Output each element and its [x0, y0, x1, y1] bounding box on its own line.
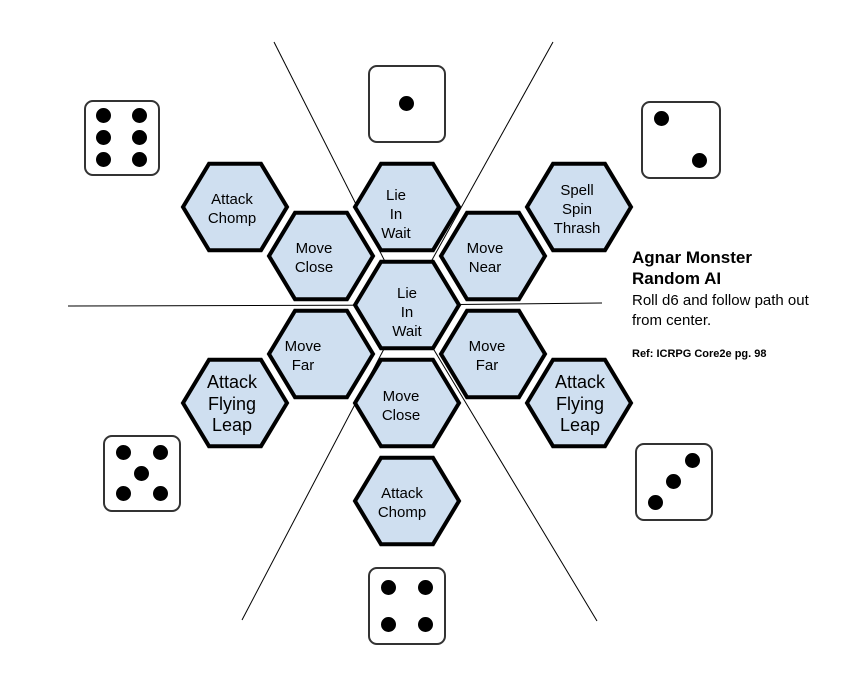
- hex-text-line: Lie: [385, 187, 407, 204]
- hex-text-line: Move: [284, 338, 322, 355]
- hex-top-inner: [352, 161, 462, 253]
- hex-label-upper-right-outer: Spell Spin Thrash: [537, 182, 617, 238]
- hex-bottom-inner: [352, 357, 462, 449]
- hex-label-bottom-outer: Attack Chomp: [362, 485, 442, 523]
- die-face-five: [103, 435, 181, 512]
- hex-text-line: Close: [381, 406, 421, 424]
- die-pip: [692, 152, 707, 168]
- hex-text-line: Attack: [554, 372, 606, 392]
- hex-label-lower-left-outer: Attack Flying Leap: [192, 372, 272, 437]
- die-face-four: [368, 567, 446, 645]
- die-pip: [684, 453, 700, 469]
- hex-text-line: Spin: [561, 200, 593, 218]
- hex-label-lower-right-outer: Attack Flying Leap: [540, 372, 620, 437]
- die-pip: [96, 108, 111, 124]
- die-pip: [666, 474, 681, 489]
- hex-text-line: Attack: [211, 191, 253, 208]
- hex-text-line: Wait: [392, 322, 422, 340]
- hex-text-line: Lie: [396, 285, 418, 302]
- die-pip: [152, 485, 168, 501]
- die-face-three: [635, 443, 713, 521]
- reference-note: Ref: ICRPG Core2e pg. 98: [632, 348, 767, 360]
- die-pip: [399, 96, 414, 111]
- hex-text-line: Move: [382, 388, 420, 405]
- hex-text-line: Leap: [211, 415, 253, 436]
- die-pip: [96, 130, 111, 145]
- die-pip: [654, 111, 669, 127]
- hex-text-line: In: [389, 205, 403, 223]
- hex-text-line: Spell: [560, 182, 594, 199]
- hex-text-line: Attack: [206, 372, 258, 392]
- hex-label-upper-left-inner: Move Close: [274, 240, 354, 278]
- divider-line-left: [67, 304, 408, 307]
- hex-center: [352, 259, 462, 351]
- die-face-two: [641, 101, 721, 179]
- hex-tiles: [180, 161, 634, 547]
- hex-text-line: Close: [294, 258, 334, 276]
- die-pip: [134, 465, 149, 481]
- hex-lower-left-outer: [180, 357, 290, 449]
- hex-text-line: Far: [291, 356, 315, 374]
- die-pip: [380, 616, 396, 632]
- hex-text-line: Flying: [555, 393, 604, 414]
- diagram-title: Agnar Monster Random AI: [632, 248, 752, 289]
- die-pip: [115, 485, 131, 501]
- hex-text-line: In: [400, 303, 414, 321]
- hex-label-lower-right-inner: Move Far: [447, 338, 527, 376]
- hex-text-line: Leap: [559, 415, 601, 436]
- hex-text-line: Chomp: [377, 503, 427, 521]
- die-pip: [132, 130, 147, 145]
- die-pip: [132, 151, 147, 167]
- hex-text-line: Far: [475, 356, 499, 374]
- hex-label-top-inner: Lie In Wait: [356, 187, 436, 243]
- die-pip: [152, 445, 168, 461]
- die-pip: [380, 579, 396, 595]
- hex-text-line: Chomp: [207, 209, 257, 227]
- hex-text-line: Near: [468, 258, 502, 276]
- hex-lower-right-inner: [438, 308, 548, 400]
- hex-upper-right-inner: [438, 210, 548, 302]
- hex-label-center: Lie In Wait: [367, 285, 447, 341]
- divider-line-bottom-right: [406, 304, 598, 622]
- hex-label-lower-left-inner: Move Far: [263, 338, 343, 376]
- die-face-one: [368, 65, 446, 143]
- hex-bottom-outer: [352, 455, 462, 547]
- hex-text-line: Attack: [381, 485, 423, 502]
- die-pip: [115, 445, 131, 461]
- hex-lower-right-outer: [524, 357, 634, 449]
- hex-text-line: Wait: [381, 224, 411, 242]
- hex-label-upper-left-outer: Attack Chomp: [192, 191, 272, 229]
- die-pip: [132, 108, 147, 124]
- hex-text-line: Move: [468, 338, 506, 355]
- hex-label-upper-right-inner: Move Near: [445, 240, 525, 278]
- hex-text-line: Move: [295, 240, 333, 257]
- die-pip: [417, 579, 433, 595]
- hex-text-line: Flying: [207, 393, 256, 414]
- hex-text-line: Thrash: [553, 219, 601, 237]
- die-pip: [647, 494, 663, 510]
- hex-text-line: Move: [466, 240, 504, 257]
- hex-upper-left-inner: [266, 210, 376, 302]
- hex-upper-left-outer: [180, 161, 290, 253]
- die-pip: [96, 151, 111, 167]
- hex-label-bottom-inner: Move Close: [361, 388, 441, 426]
- divider-line-bottom-left: [241, 304, 408, 621]
- diagram-subtitle: Roll d6 and follow path out from center.: [632, 292, 809, 329]
- hex-lower-left-inner: [266, 308, 376, 400]
- die-face-six: [84, 100, 160, 176]
- die-pip: [417, 616, 433, 632]
- hex-upper-right-outer: [524, 161, 634, 253]
